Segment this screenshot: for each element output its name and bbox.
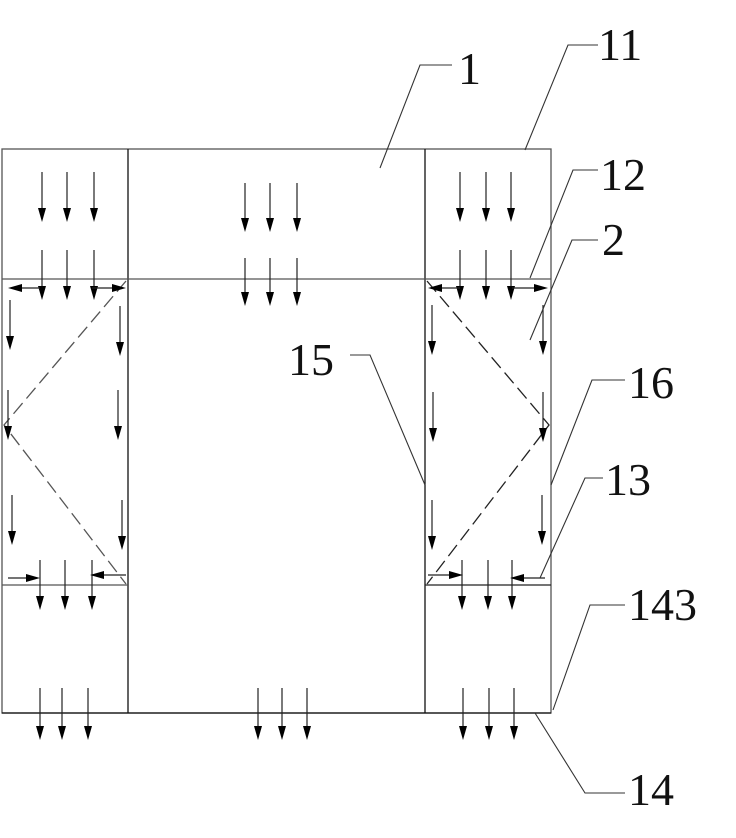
- right-diamond-brace: [426, 280, 550, 585]
- load-arrow: [36, 688, 44, 740]
- load-arrow: [507, 172, 515, 222]
- load-arrow: [482, 172, 490, 222]
- load-arrow: [428, 571, 463, 579]
- load-arrow: [38, 172, 46, 222]
- load-arrow: [266, 258, 274, 306]
- load-arrow: [429, 392, 437, 442]
- load-arrow: [114, 390, 122, 440]
- load-arrow: [84, 688, 92, 740]
- label-2: 2: [602, 214, 625, 265]
- load-arrow: [539, 305, 547, 355]
- load-arrow: [266, 183, 274, 232]
- leader-12: [529, 169, 598, 279]
- load-arrow: [459, 688, 467, 740]
- load-arrow: [485, 688, 493, 740]
- load-arrow: [63, 250, 71, 300]
- leader-2: [529, 239, 598, 341]
- load-arrow: [512, 284, 548, 292]
- load-arrow: [456, 172, 464, 222]
- load-arrow: [61, 560, 69, 610]
- load-arrow: [4, 390, 12, 440]
- load-arrow: [254, 688, 262, 740]
- label-12: 12: [600, 149, 646, 200]
- load-arrow: [38, 250, 46, 300]
- label-15: 15: [288, 334, 334, 385]
- load-arrow: [303, 688, 311, 740]
- load-arrow: [456, 250, 464, 300]
- load-arrow: [241, 258, 249, 306]
- load-arrow: [428, 284, 460, 292]
- load-arrows: [4, 172, 548, 740]
- leader-lines: [350, 44, 625, 794]
- label-143: 143: [628, 579, 697, 630]
- label-14: 14: [628, 764, 674, 815]
- load-arrow: [510, 574, 545, 582]
- load-arrow: [241, 183, 249, 232]
- load-arrow: [8, 284, 40, 292]
- load-arrow: [293, 183, 301, 232]
- load-arrow: [88, 560, 96, 610]
- leader-15: [350, 354, 426, 486]
- leader-1: [379, 64, 452, 169]
- load-arrow: [538, 495, 546, 545]
- load-arrow: [428, 305, 436, 355]
- load-arrow: [293, 258, 301, 306]
- load-arrow: [58, 688, 66, 740]
- outer-frame: [1, 148, 552, 714]
- load-arrow: [8, 574, 40, 582]
- load-arrow: [482, 250, 490, 300]
- load-arrow: [90, 571, 126, 579]
- load-arrow: [510, 688, 518, 740]
- load-arrow: [92, 284, 126, 292]
- load-arrow: [428, 500, 436, 550]
- load-arrow: [8, 495, 16, 545]
- leader-13: [539, 477, 603, 579]
- load-arrow: [484, 560, 492, 610]
- load-arrow: [90, 172, 98, 222]
- leader-11: [524, 44, 598, 151]
- load-arrow: [6, 300, 14, 350]
- load-arrow: [278, 688, 286, 740]
- leader-143: [552, 604, 625, 711]
- leader-16: [550, 379, 625, 486]
- load-arrow: [63, 172, 71, 222]
- label-11: 11: [598, 19, 642, 70]
- load-arrow: [90, 250, 98, 300]
- left-diamond-brace: [3, 280, 127, 585]
- load-arrow: [507, 250, 515, 300]
- label-13: 13: [605, 454, 651, 505]
- load-arrow: [118, 500, 126, 550]
- label-16: 16: [628, 357, 674, 408]
- load-arrow: [539, 392, 547, 442]
- label-1: 1: [458, 43, 481, 94]
- load-arrow: [116, 306, 124, 356]
- load-arrow: [458, 560, 466, 610]
- leader-14: [534, 712, 625, 794]
